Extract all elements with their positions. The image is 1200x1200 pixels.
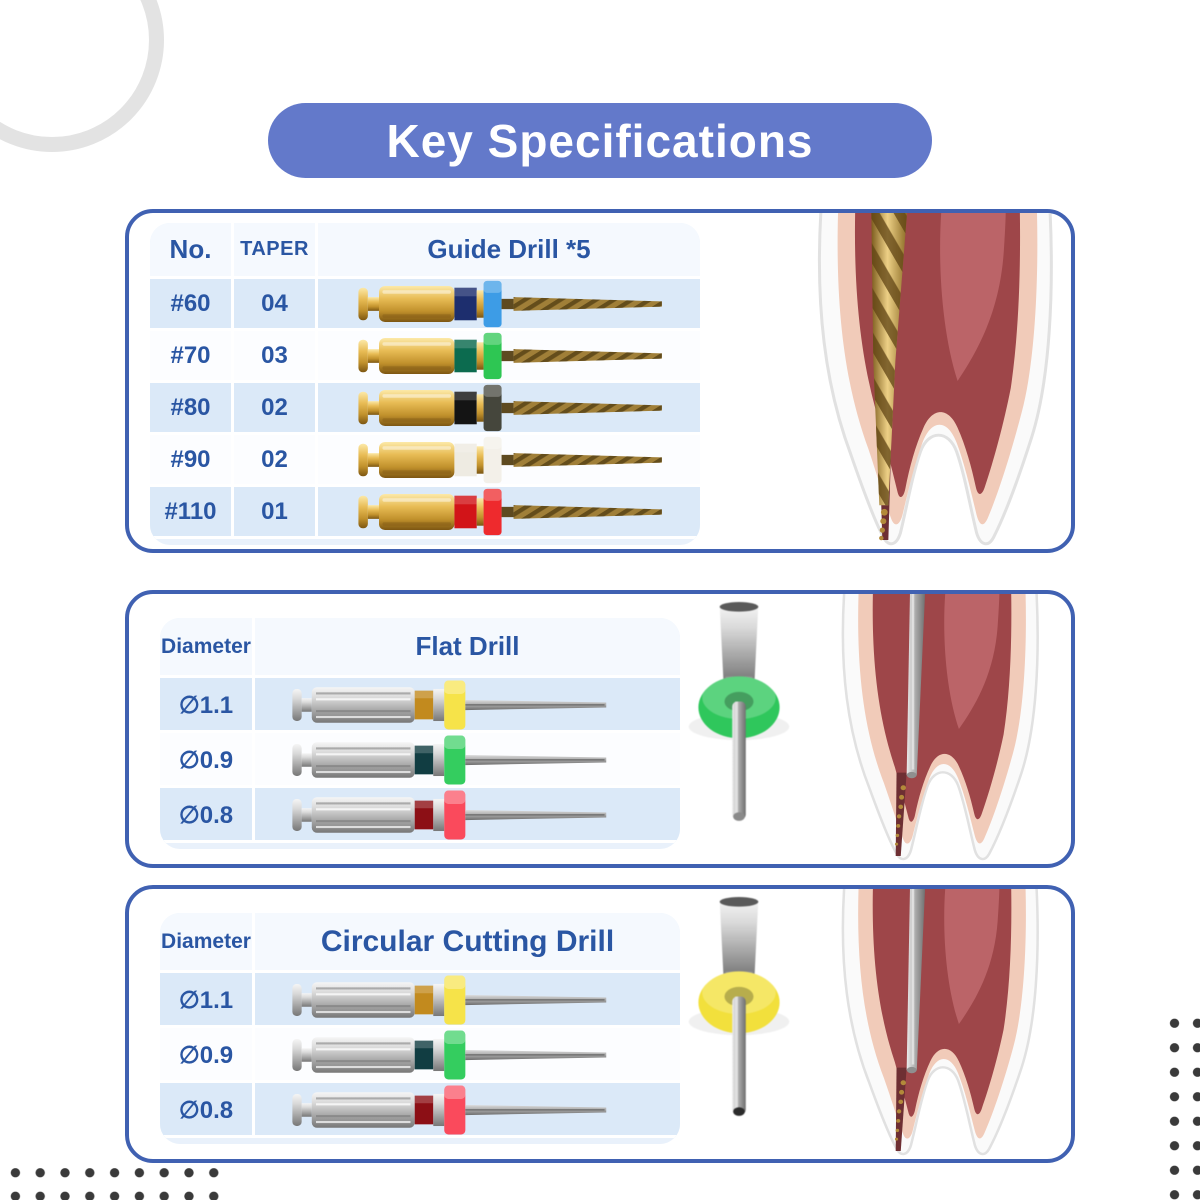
gold-drill-image [318,331,700,380]
table-row: ∅1.1 [160,678,680,733]
row-taper: 01 [234,487,318,536]
page-title: Key Specifications [268,103,932,178]
row-no: #60 [150,279,234,328]
tooth-cross-section-steel-drill [819,594,1055,864]
column-header-guide-drill: Guide Drill *5 [427,234,591,264]
table-row: #90 02 [150,435,700,487]
table-row: #60 04 [150,279,700,331]
table-header-row: Diameter Circular Cutting Drill [160,913,680,973]
table-row: ∅0.9 [160,1028,680,1083]
table-header-row: Diameter Flat Drill [160,618,680,678]
guide-drill-table: No. TAPER Guide Drill *5 #60 04 #70 03 #… [150,223,700,545]
decorative-dots-bottom-left [3,1161,227,1200]
gold-drill-image [318,435,700,484]
table-row: ∅1.1 [160,973,680,1028]
table-row: #110 01 [150,487,700,539]
gold-drill-image [318,487,700,536]
steel-drill-image [255,1083,680,1137]
row-taper: 02 [234,435,318,484]
column-header-circular-cutting-drill: Circular Cutting Drill [320,924,615,958]
column-header-diameter: Diameter [160,913,255,970]
row-taper: 02 [234,383,318,432]
column-header-taper: TAPER [234,223,318,276]
steel-drill-image [255,678,680,732]
circular-cutting-drill-table: Diameter Circular Cutting Drill ∅1.1 ∅0.… [160,913,680,1144]
row-diameter: ∅1.1 [160,973,255,1027]
steel-drill-image [255,973,680,1027]
steel-drill-image [255,1028,680,1082]
flat-drill-table: Diameter Flat Drill ∅1.1 ∅0.9 ∅0.8 [160,618,680,849]
column-header-no: No. [150,223,234,276]
row-diameter: ∅0.8 [160,1083,255,1137]
row-taper: 03 [234,331,318,380]
row-no: #110 [150,487,234,536]
column-header-flat-drill: Flat Drill [415,631,520,661]
steel-drill-image [255,733,680,787]
row-diameter: ∅1.1 [160,678,255,732]
circular-cutting-drill-tip-closeup [681,895,797,1129]
row-diameter: ∅0.8 [160,788,255,842]
gold-drill-image [318,383,700,432]
flat-drill-tip-closeup [681,600,797,834]
tooth-cross-section-steel-drill [819,889,1055,1159]
gold-drill-image [318,279,700,328]
table-header-row: No. TAPER Guide Drill *5 [150,223,700,279]
table-row: ∅0.9 [160,733,680,788]
table-row: #80 02 [150,383,700,435]
decorative-ring [0,0,164,152]
steel-drill-image [255,788,680,842]
decorative-dots-right [1163,1011,1200,1200]
flat-drill-panel: Diameter Flat Drill ∅1.1 ∅0.9 ∅0.8 [125,590,1075,868]
row-diameter: ∅0.9 [160,733,255,787]
row-no: #90 [150,435,234,484]
table-row: ∅0.8 [160,788,680,843]
row-no: #80 [150,383,234,432]
table-row: #70 03 [150,331,700,383]
row-taper: 04 [234,279,318,328]
row-diameter: ∅0.9 [160,1028,255,1082]
circular-cutting-drill-panel: Diameter Circular Cutting Drill ∅1.1 ∅0.… [125,885,1075,1163]
guide-drill-panel: No. TAPER Guide Drill *5 #60 04 #70 03 #… [125,209,1075,553]
table-row: ∅0.8 [160,1083,680,1138]
column-header-diameter: Diameter [160,618,255,675]
row-no: #70 [150,331,234,380]
tooth-cross-section-gold-drill [791,212,1072,550]
